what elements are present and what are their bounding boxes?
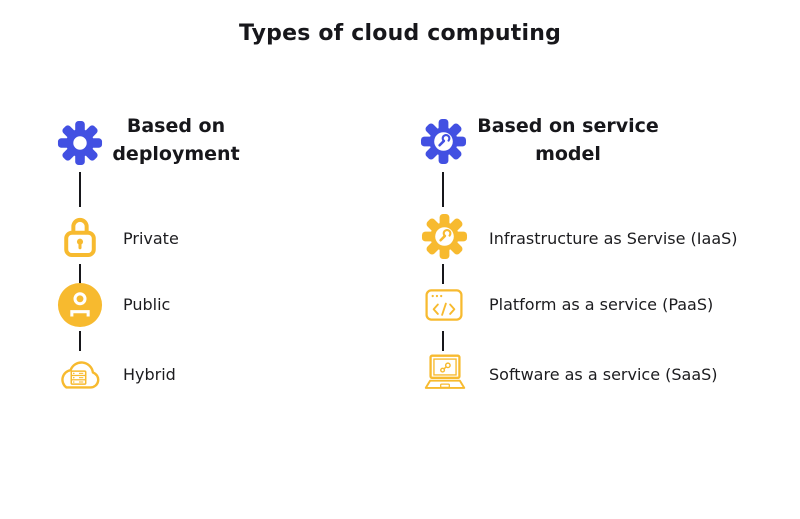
item-label-saas: Software as a service (SaaS) <box>489 365 718 384</box>
column-header-deployment: Based on deployment <box>112 115 240 165</box>
connector-line <box>442 331 444 351</box>
lock-icon <box>64 217 96 258</box>
laptop-share-icon <box>424 354 466 389</box>
connector-line <box>79 172 81 207</box>
connector-line <box>442 264 444 284</box>
item-label-public: Public <box>123 295 171 314</box>
code-window-icon <box>425 289 463 321</box>
gear-wrench-icon <box>421 213 468 260</box>
item-label-private: Private <box>123 229 179 248</box>
column-header-service-model: Based on service model <box>477 115 659 165</box>
gear-icon <box>57 120 103 166</box>
connector-line <box>79 331 81 351</box>
user-circle-icon <box>57 282 103 328</box>
item-label-paas: Platform as a service (PaaS) <box>489 295 714 314</box>
gear-wrench-icon <box>420 118 467 165</box>
connector-line <box>442 172 444 207</box>
item-label-iaas: Infrastructure as Servise (IaaS) <box>489 229 738 248</box>
diagram-title: Types of cloud computing <box>238 21 562 46</box>
cloud-server-icon <box>61 361 100 389</box>
item-label-hybrid: Hybrid <box>123 365 176 384</box>
connector-line <box>79 264 81 284</box>
